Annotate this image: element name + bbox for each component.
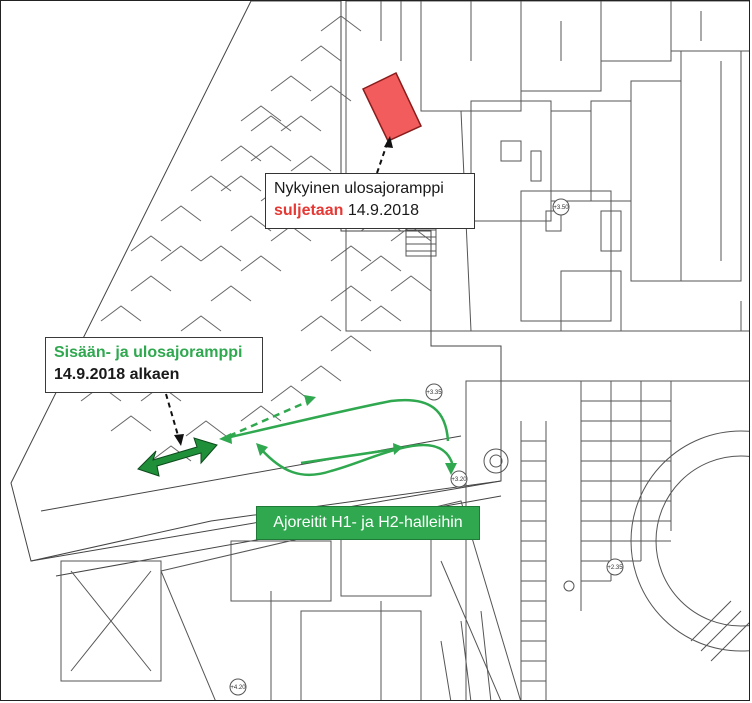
routes-label: Ajoreitit H1- ja H2-halleihin <box>256 506 480 540</box>
new-ramp-pointer <box>165 393 180 440</box>
new-ramp-callout: Sisään- ja ulosajoramppi 14.9.2018 alkae… <box>45 337 263 393</box>
closing-date: 14.9.2018 <box>347 202 419 219</box>
building-south-east <box>465 380 749 700</box>
new-ramp-date: 14.9.2018 alkaen <box>54 366 180 383</box>
new-ramp-double-arrow <box>137 437 218 477</box>
level-label-a: +3.50 <box>553 205 569 211</box>
new-ramp-title: Sisään- ja ulosajoramppi <box>54 344 243 361</box>
closing-word: suljetaan <box>274 202 344 219</box>
parking-stalls <box>80 15 432 462</box>
level-label-c: +3.20 <box>451 477 467 483</box>
route-arrowheads <box>219 395 457 475</box>
building-north-east <box>345 1 749 332</box>
level-label-b: +3.35 <box>426 390 442 396</box>
current-ramp-closing-line: suljetaan 14.9.2018 <box>274 200 466 222</box>
level-label-e: +4.20 <box>230 685 246 691</box>
spiral-stair <box>483 448 575 592</box>
current-ramp-callout: Nykyinen ulosajoramppi suljetaan 14.9.20… <box>265 173 475 229</box>
current-ramp-title: Nykyinen ulosajoramppi <box>274 180 444 197</box>
driving-routes <box>225 398 455 477</box>
current-ramp-pointer-head <box>384 136 393 148</box>
current-ramp <box>362 71 423 142</box>
new-ramp-pointer-head <box>174 434 184 446</box>
level-markers <box>229 198 624 696</box>
level-label-d: +2.35 <box>607 565 623 571</box>
